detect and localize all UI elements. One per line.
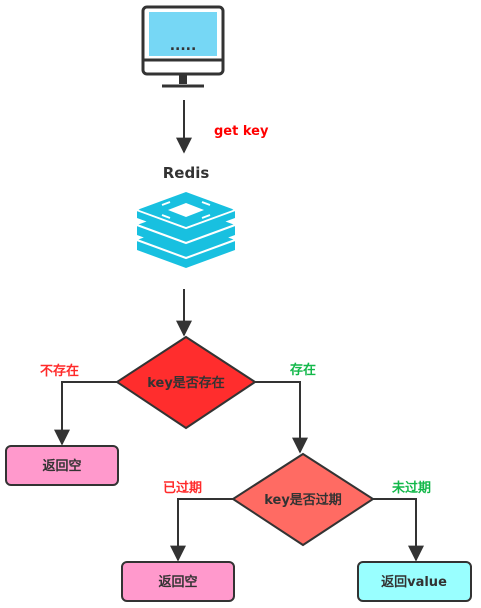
- exist-label: 存在: [290, 362, 316, 378]
- decision-key-expired: [231, 452, 375, 547]
- arrow-exist: [255, 381, 308, 454]
- redis-logo-icon: [136, 192, 236, 268]
- decision-key-exists: [115, 335, 257, 430]
- return-empty-label-2: 返回空: [158, 574, 197, 590]
- arrow-not-expired: [373, 498, 424, 562]
- return-empty-label-1: 返回空: [42, 458, 81, 474]
- redis-label: Redis: [163, 164, 210, 182]
- return-empty-box-2: [121, 561, 235, 602]
- monitor-screen-text: .....: [170, 38, 197, 54]
- monitor-icon: .....: [141, 5, 225, 88]
- arrow-expired: [170, 498, 233, 562]
- return-value-label: 返回value: [381, 575, 447, 590]
- not-exist-label: 不存在: [40, 363, 79, 379]
- not-expired-label: 未过期: [391, 480, 431, 496]
- monitor-screen: [149, 12, 217, 56]
- get-key-label: get key: [214, 124, 269, 139]
- expired-label: 已过期: [163, 480, 202, 496]
- return-empty-box-1: [5, 445, 119, 486]
- decision-key-exists-label: key是否存在: [147, 375, 225, 391]
- return-value-box: [357, 561, 472, 602]
- decision-key-expired-label: key是否过期: [264, 492, 342, 508]
- arrow-not-exist: [54, 381, 117, 446]
